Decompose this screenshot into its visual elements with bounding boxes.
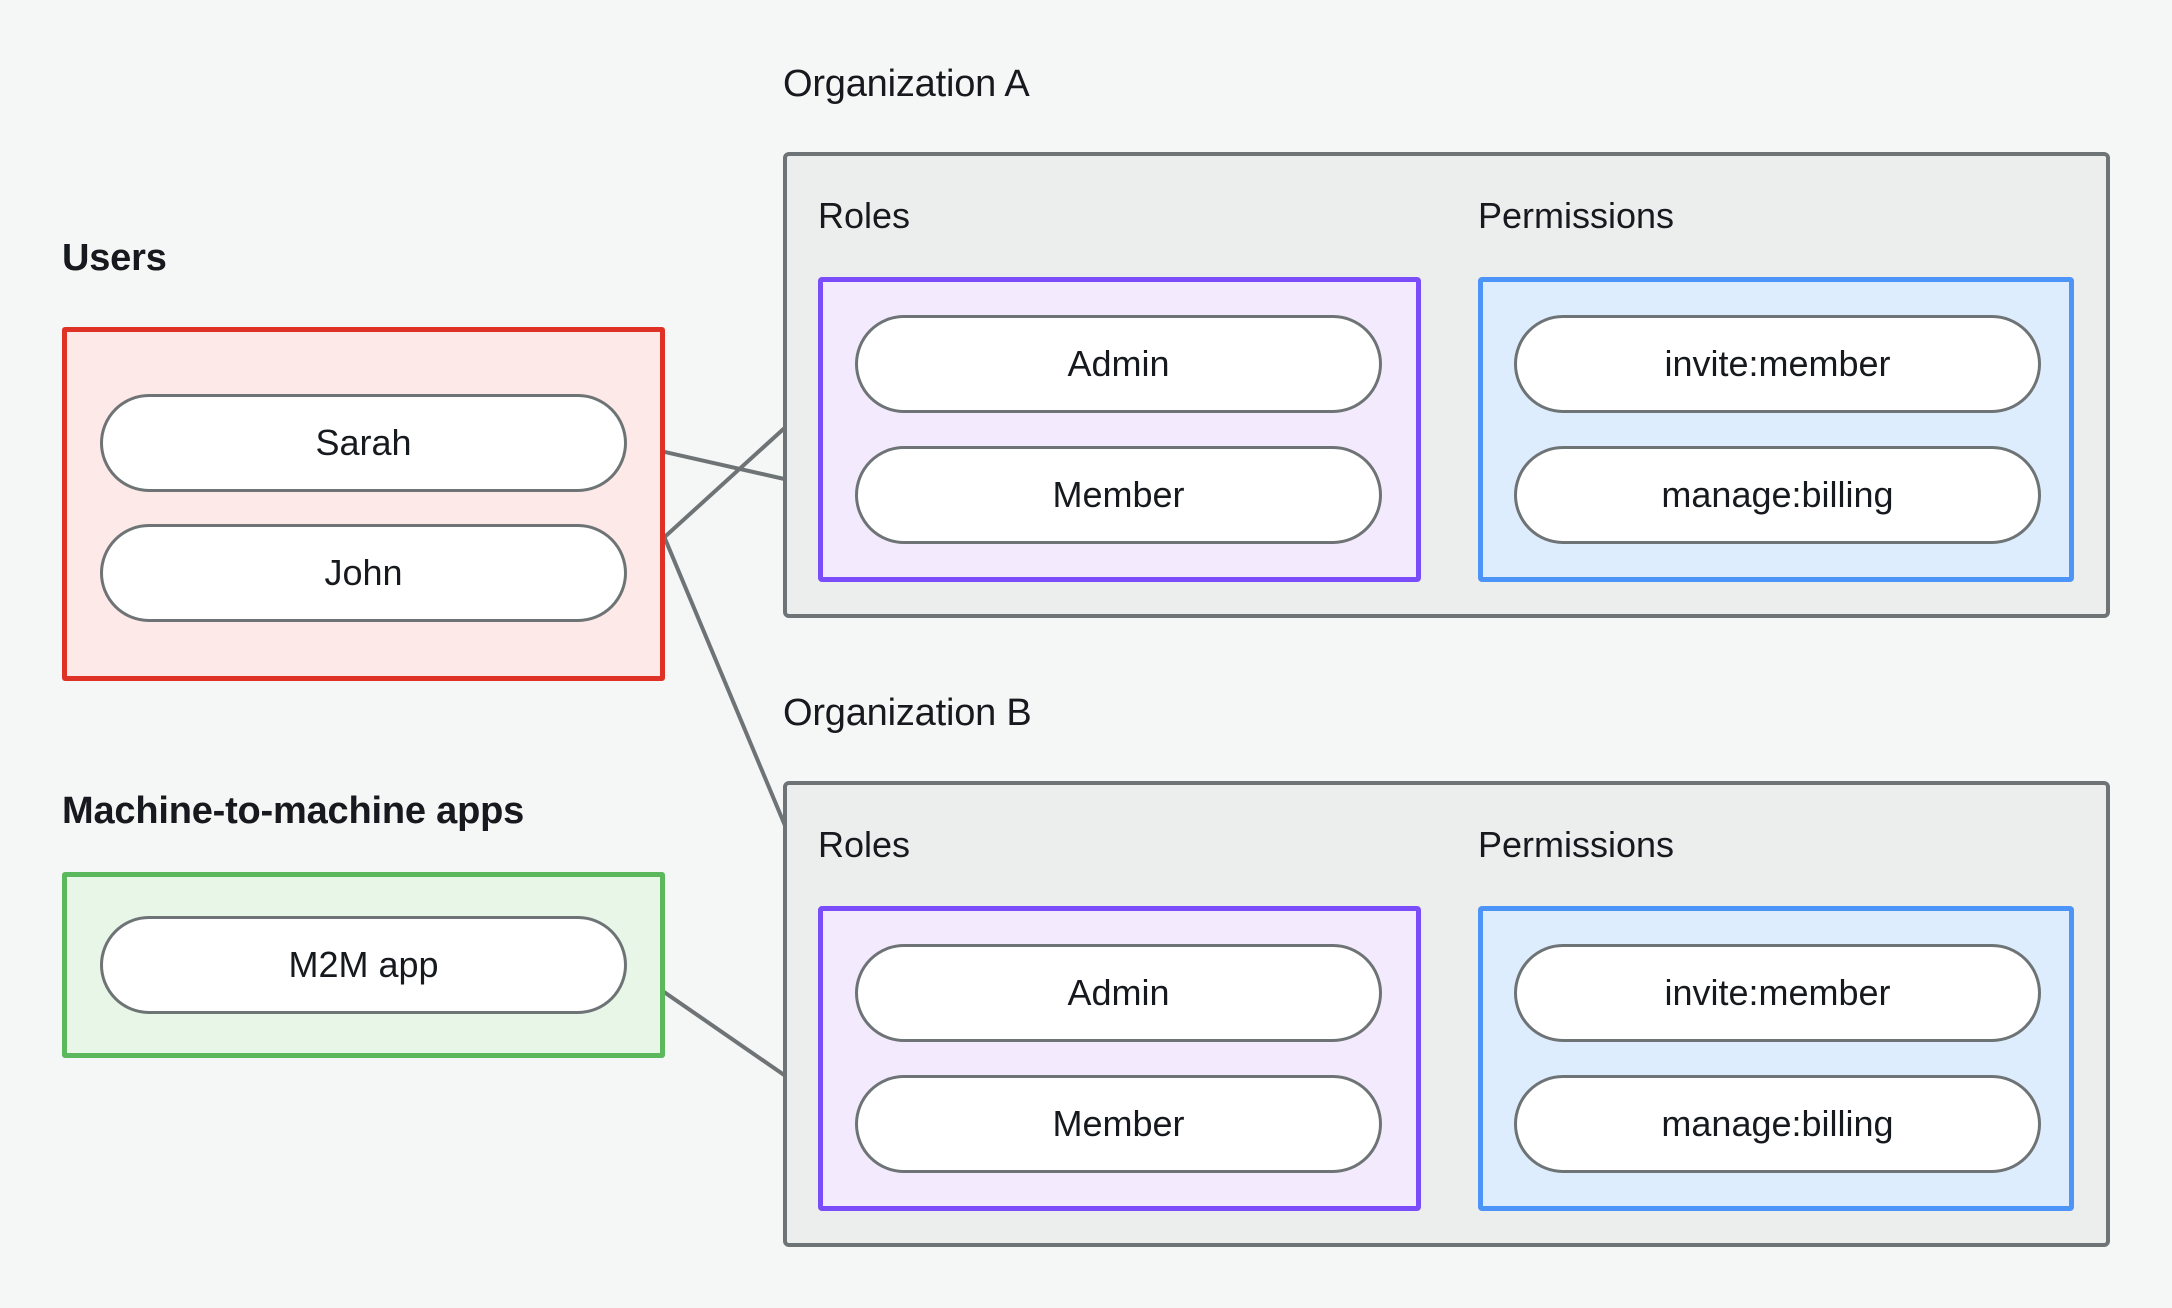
org-b-permission-pill-manage-billing[interactable]: manage:billing xyxy=(1514,1075,2041,1173)
org-b-role-pill-member[interactable]: Member xyxy=(855,1075,1382,1173)
user-pill-sarah[interactable]: Sarah xyxy=(100,394,627,492)
org-a-roles-label: Roles xyxy=(818,195,911,236)
org-b-label: Organization B xyxy=(783,692,1032,734)
users-container xyxy=(62,327,665,681)
org-a-role-pill-member[interactable]: Member xyxy=(855,446,1382,544)
org-a-role-pill-admin[interactable]: Admin xyxy=(855,315,1382,413)
org-a-permission-pill-invite-member[interactable]: invite:member xyxy=(1514,315,2041,413)
m2m-pill-app[interactable]: M2M app xyxy=(100,916,627,1014)
org-a-permissions-label: Permissions xyxy=(1478,195,1675,236)
org-b-roles-label: Roles xyxy=(818,824,911,865)
org-b-role-pill-admin[interactable]: Admin xyxy=(855,944,1382,1042)
users-group-label: Users xyxy=(62,237,167,279)
org-b-permissions-label: Permissions xyxy=(1478,824,1675,865)
org-a-label: Organization A xyxy=(783,63,1030,105)
org-a-permission-pill-manage-billing[interactable]: manage:billing xyxy=(1514,446,2041,544)
org-b-permission-pill-invite-member[interactable]: invite:member xyxy=(1514,944,2041,1042)
user-pill-john[interactable]: John xyxy=(100,524,627,622)
m2m-group-label: Machine-to-machine apps xyxy=(62,790,525,832)
